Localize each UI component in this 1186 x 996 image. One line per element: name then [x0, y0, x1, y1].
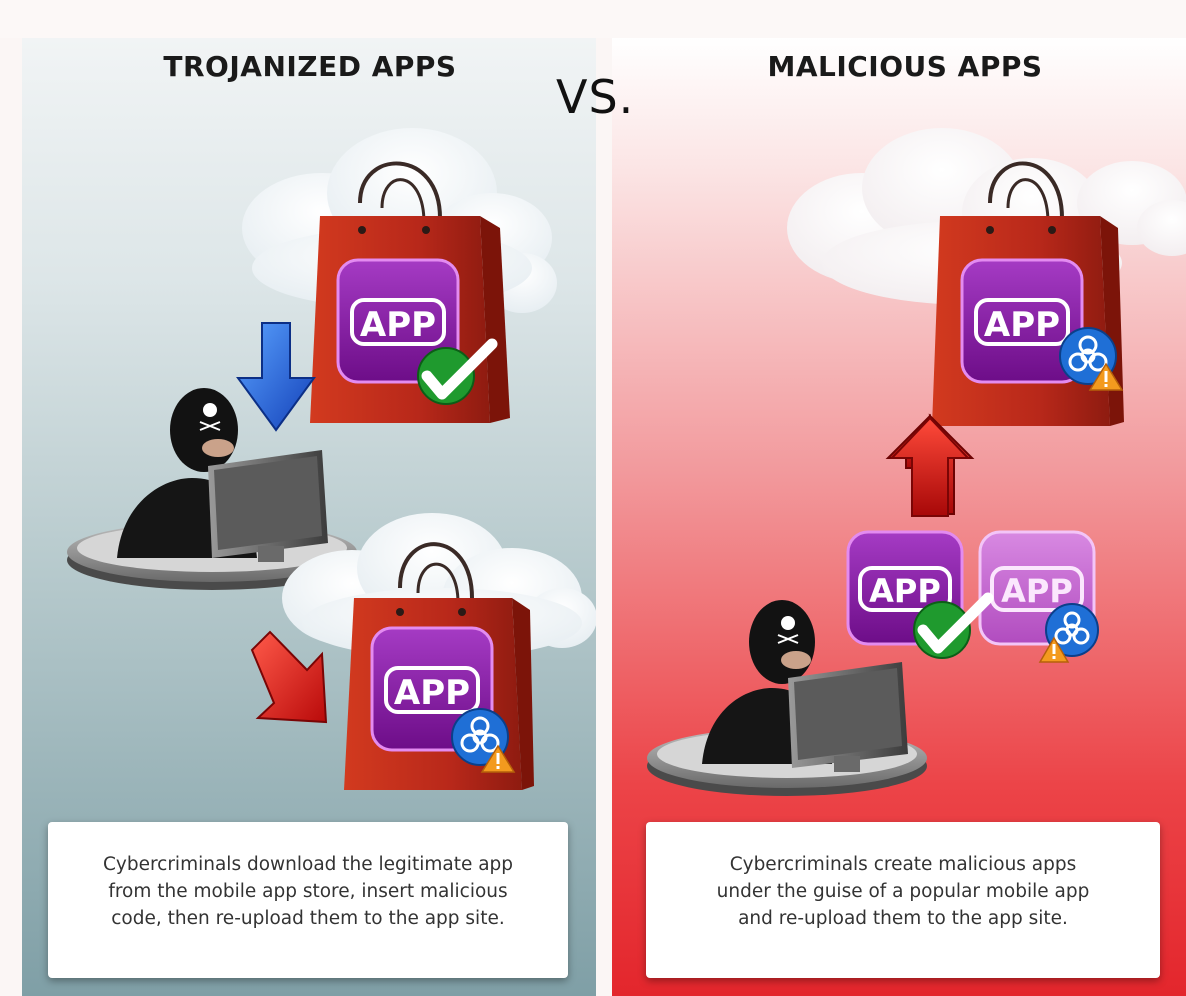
download-arrow-icon: [236, 322, 316, 432]
skull-icon: [199, 403, 221, 431]
malicious-illustration: APP APP APP: [647, 128, 1186, 796]
trojanized-heading: TROJANIZED APPS: [163, 50, 457, 83]
app-label: APP: [984, 305, 1060, 345]
trojanized-illustration: APP: [67, 128, 596, 790]
app-icon: APP: [336, 258, 460, 384]
trojanized-caption-box: Cybercriminals download the legitimate a…: [48, 822, 568, 978]
app-label: APP: [1001, 572, 1073, 610]
biohazard-icon: [451, 708, 509, 766]
hacker-workstation: [647, 600, 927, 796]
checkmark-icon: [417, 338, 498, 405]
warning-icon: [1088, 362, 1124, 391]
warning-icon: [1038, 636, 1070, 663]
checkmark-icon: [913, 592, 994, 659]
malicious-heading: MALICIOUS APPS: [767, 50, 1043, 83]
upload-arrow-icon: [885, 413, 975, 517]
app-label: APP: [394, 673, 470, 713]
skull-icon: [777, 616, 799, 644]
hacker-workstation: [67, 388, 357, 590]
malicious-caption: Cybercriminals create malicious apps und…: [716, 853, 1090, 929]
malicious-caption-box: Cybercriminals create malicious apps und…: [646, 822, 1160, 978]
trojanized-caption: Cybercriminals download the legitimate a…: [102, 853, 514, 929]
upload-arrow-icon: [250, 630, 328, 724]
malicious-apps-panel: APP APP APP: [612, 38, 1186, 996]
app-label: APP: [869, 572, 941, 610]
trojanized-apps-panel: APP: [22, 38, 596, 996]
biohazard-icon: [1045, 603, 1099, 657]
app-icon: APP: [960, 258, 1084, 384]
vs-label: VS.: [556, 70, 635, 124]
app-label: APP: [360, 305, 436, 345]
warning-icon: [480, 744, 516, 773]
top-strip: [0, 0, 1186, 38]
hacker-head: [170, 388, 238, 472]
